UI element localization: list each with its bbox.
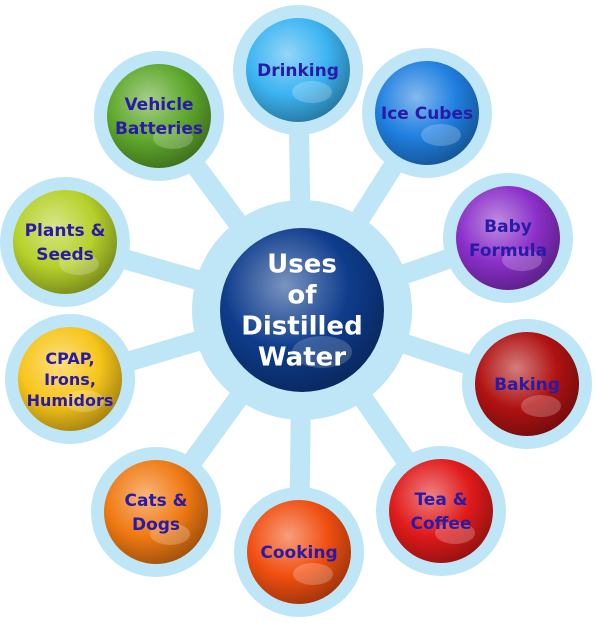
bubble-label: Cats & [125,491,188,511]
center-title-line: Water [258,343,346,373]
bubble-label: Coffee [411,514,472,534]
bubble-cooking: Cooking [234,487,364,617]
bubble-ball [247,500,351,604]
bubble-highlight [150,523,190,545]
bubble-highlight [521,395,561,417]
bubble-highlight [421,124,461,146]
bubble-ball [475,332,579,436]
bubble-ball [375,61,479,165]
bubble-label: Baking [494,375,560,395]
center-title-line: of [287,281,317,311]
bubble-highlight [153,127,193,149]
bubble-drinking: Drinking [233,5,363,135]
bubble-ball [107,64,211,168]
bubble-ball [389,459,493,563]
bubble-highlight [64,390,104,412]
bubble-label: Vehicle [124,95,193,115]
bubble-tea-coffee: Tea & Coffee [376,446,506,576]
center-title-line: Distilled [241,312,362,342]
bubble-label: Plants & [25,221,106,241]
bubble-label: Humidors [27,391,114,410]
bubble-ball [456,186,560,290]
bubble-label: Dogs [132,515,180,535]
center-ball [220,228,384,392]
bubble-cpap-irons-humidors: CPAP, Irons, Humidors [5,314,135,444]
bubble-highlight [293,563,333,585]
bubble-label: Batteries [115,119,203,139]
bubble-highlight [292,81,332,103]
bubble-label: Irons, [44,370,96,389]
bubble-label: Tea & [414,490,467,510]
bubble-cats-dogs: Cats & Dogs [91,447,221,577]
bubble-plants-seeds: Plants & Seeds [0,177,130,307]
bubble-ball [246,18,350,122]
bubble-ball [104,460,208,564]
bubble-baking: Baking [462,319,592,449]
bubble-ball [18,327,122,431]
bubble-label: Cooking [260,543,337,563]
bubble-highlight [59,253,99,275]
center-title-line: Uses [267,250,337,280]
bubble-highlight [435,522,475,544]
bubble-label: Seeds [36,245,94,265]
bubble-label: Ice Cubes [381,104,473,124]
bubble-ice-cubes: Ice Cubes [362,48,492,178]
bubble-ball [13,190,117,294]
bubble-highlight [502,249,542,271]
bubble-label: Drinking [257,61,339,81]
center-highlight [292,336,352,368]
bubble-label: CPAP, [45,349,94,368]
bubble-label: Baby [484,217,532,237]
bubble-label: Formula [469,241,547,261]
